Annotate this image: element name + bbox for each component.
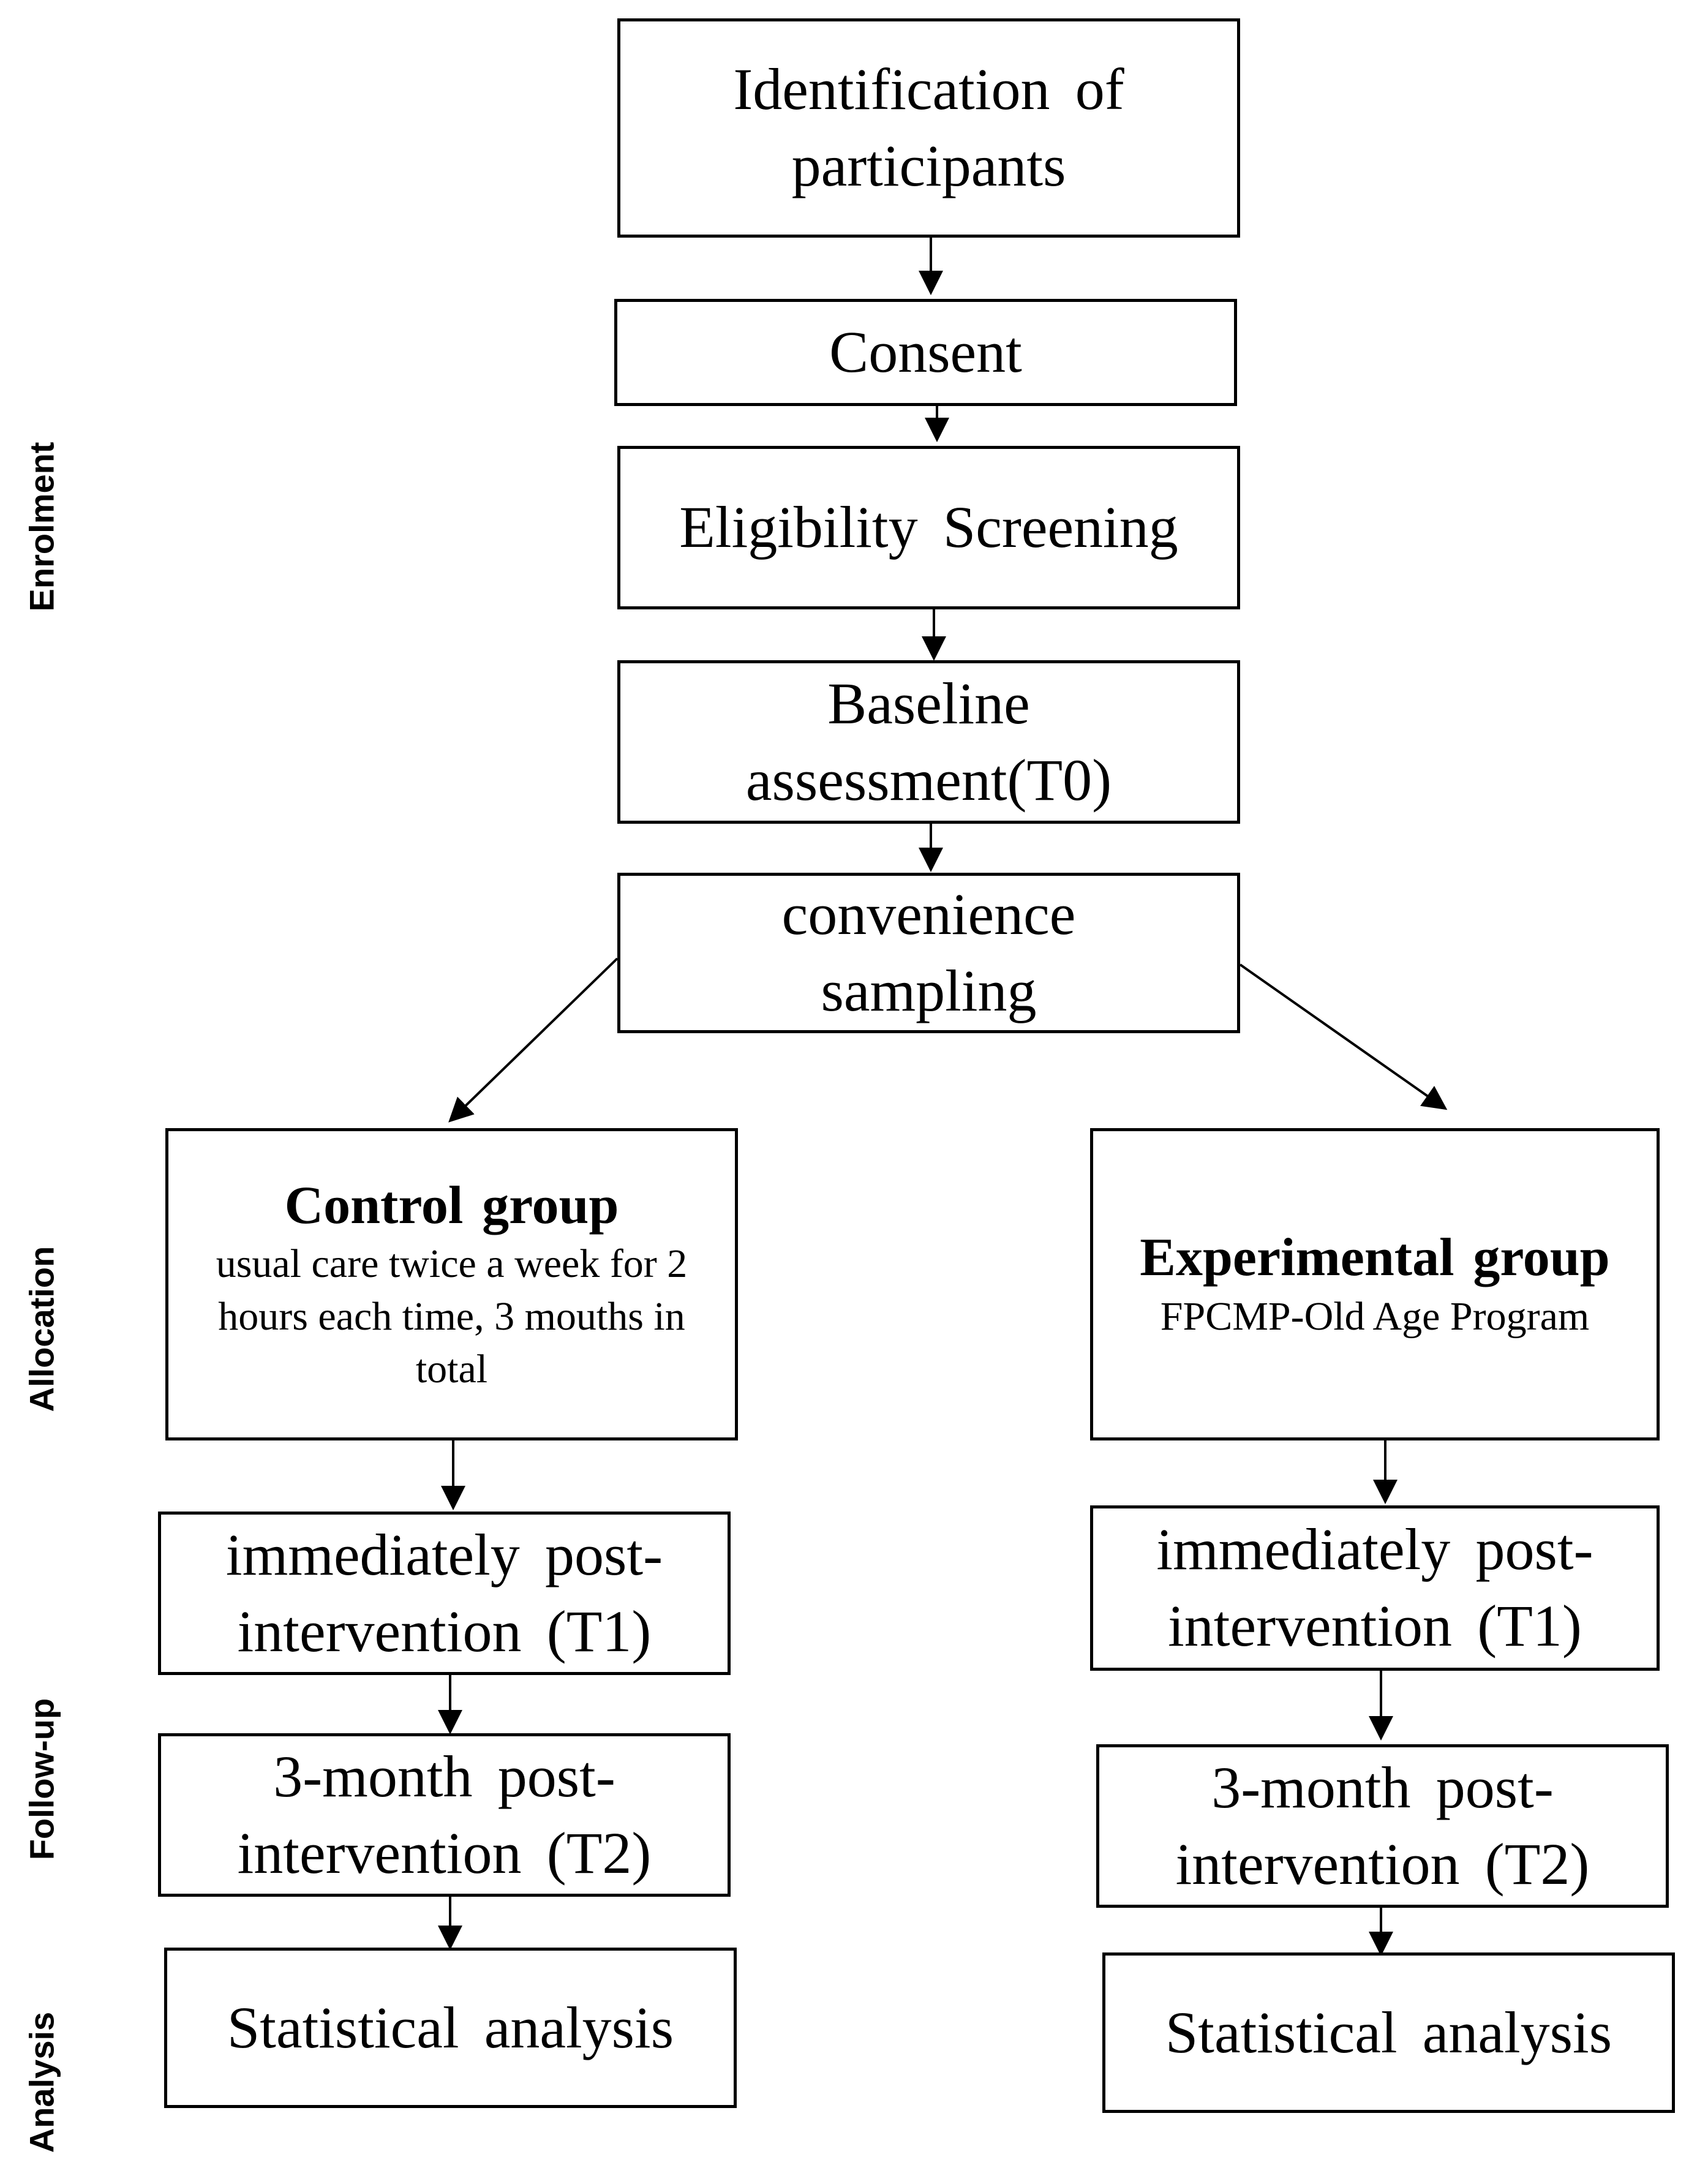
baseline-line-2: assessment(T0) xyxy=(745,747,1112,813)
stage-label-enrolment: Enrolment xyxy=(22,442,61,612)
experimental-t2-line-2: intervention (T2) xyxy=(1175,1831,1590,1897)
control-t1-line-2: intervention (T1) xyxy=(237,1598,652,1664)
experimental-group-title: Experimental group xyxy=(1140,1228,1610,1288)
identification-line-1: Identification of xyxy=(733,56,1124,122)
control-t2-box: 3-month post- intervention (T2) xyxy=(158,1733,731,1897)
sampling-line-1: convenience xyxy=(781,881,1076,947)
experimental-t1-box: immediately post- intervention (T1) xyxy=(1090,1505,1660,1671)
eligibility-text: Eligibility Screening xyxy=(679,494,1178,560)
stage-label-allocation: Allocation xyxy=(22,1246,61,1412)
experimental-analysis-text: Statistical analysis xyxy=(1165,1999,1612,2065)
experimental-t2-line-1: 3-month post- xyxy=(1211,1754,1554,1820)
control-group-desc-line-1: usual care twice a week for 2 xyxy=(216,1241,688,1287)
baseline-line-1: Baseline xyxy=(827,670,1030,736)
control-group-title: Control group xyxy=(284,1175,619,1235)
control-t2-line-2: intervention (T2) xyxy=(237,1820,652,1886)
control-group-box: Control group usual care twice a week fo… xyxy=(165,1128,738,1440)
stage-label-follow-up: Follow-up xyxy=(22,1698,61,1861)
consent-text: Consent xyxy=(829,319,1022,385)
control-group-desc-line-2: hours each time, 3 mouths in xyxy=(218,1293,685,1339)
control-t1-box: immediately post- intervention (T1) xyxy=(158,1512,731,1675)
arrow-sampling-to-experimental xyxy=(1239,963,1448,1110)
experimental-analysis-box: Statistical analysis xyxy=(1102,1952,1675,2113)
control-t1-line-1: immediately post- xyxy=(225,1521,663,1587)
control-analysis-box: Statistical analysis xyxy=(164,1948,737,2108)
consent-box: Consent xyxy=(614,299,1237,406)
experimental-t1-line-1: immediately post- xyxy=(1156,1516,1593,1583)
sampling-line-2: sampling xyxy=(821,958,1037,1023)
experimental-t2-box: 3-month post- intervention (T2) xyxy=(1096,1744,1669,1908)
identification-box: Identification of participants xyxy=(617,18,1240,238)
control-analysis-text: Statistical analysis xyxy=(227,1994,674,2060)
control-group-desc-line-3: total xyxy=(415,1346,488,1391)
arrow-sampling-to-control xyxy=(448,957,619,1123)
experimental-t1-line-2: intervention (T1) xyxy=(1168,1593,1582,1659)
experimental-group-desc: FPCMP-Old Age Program xyxy=(1160,1293,1590,1339)
stage-label-analysis: Analysis xyxy=(22,2011,61,2153)
eligibility-box: Eligibility Screening xyxy=(617,446,1240,609)
experimental-group-box: Experimental group FPCMP-Old Age Program xyxy=(1090,1128,1660,1440)
sampling-box: convenience sampling xyxy=(617,873,1240,1033)
control-t2-line-1: 3-month post- xyxy=(273,1743,615,1809)
identification-line-2: participants xyxy=(791,133,1066,198)
baseline-box: Baseline assessment(T0) xyxy=(617,660,1240,824)
